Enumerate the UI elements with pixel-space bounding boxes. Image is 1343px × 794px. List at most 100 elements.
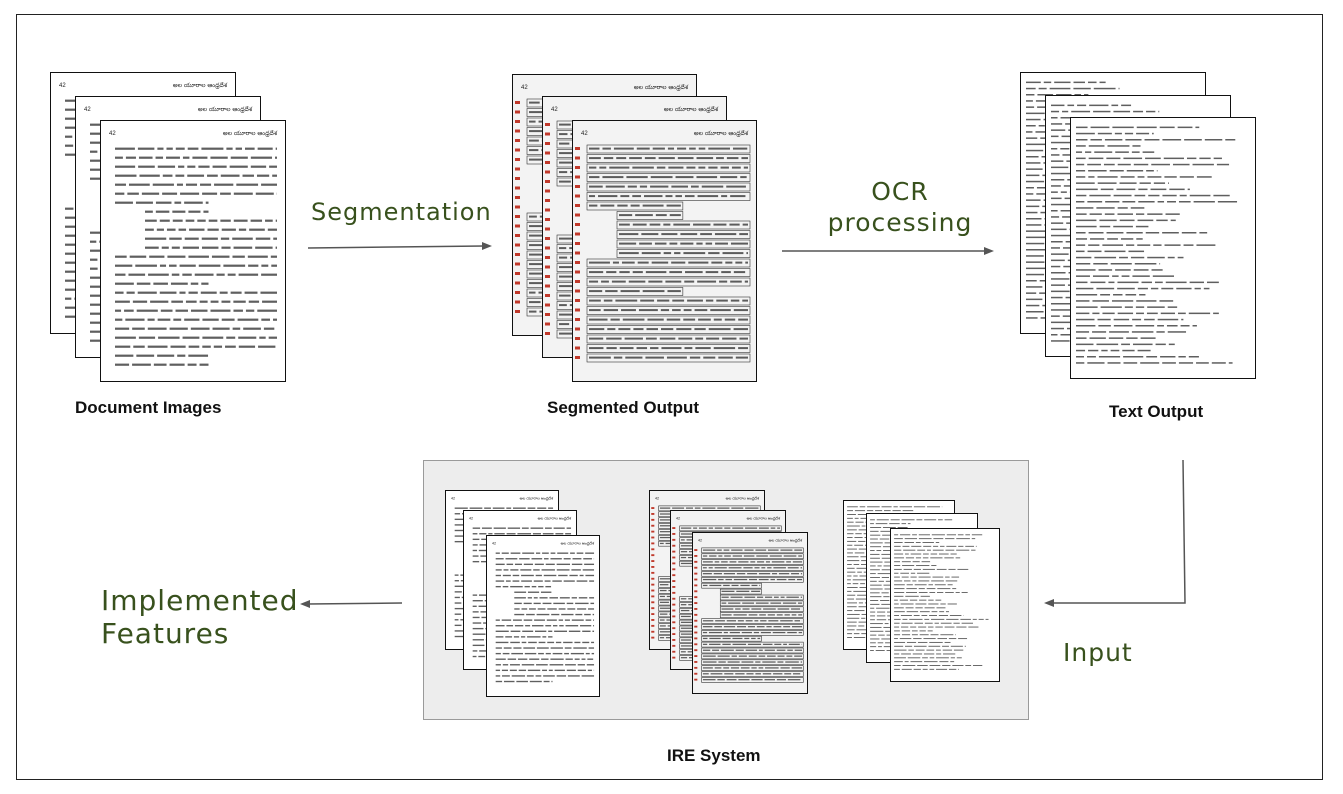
word-mark bbox=[901, 523, 907, 525]
word-mark bbox=[1051, 216, 1060, 218]
word-mark bbox=[621, 309, 636, 312]
word-mark bbox=[680, 633, 693, 635]
word-mark bbox=[1076, 225, 1097, 228]
word-mark bbox=[915, 557, 922, 559]
word-mark bbox=[529, 111, 545, 114]
word-mark bbox=[894, 580, 903, 582]
word-mark bbox=[545, 563, 555, 566]
word-mark bbox=[605, 290, 618, 293]
word-mark bbox=[1122, 201, 1136, 203]
word-mark bbox=[525, 625, 531, 627]
word-mark bbox=[730, 195, 746, 198]
word-mark bbox=[709, 584, 722, 587]
word-mark bbox=[495, 675, 501, 677]
word-mark bbox=[192, 156, 208, 159]
word-mark bbox=[913, 638, 922, 640]
word-mark bbox=[881, 592, 889, 594]
word-mark bbox=[729, 631, 740, 634]
word-mark bbox=[495, 619, 500, 621]
word-mark bbox=[454, 613, 462, 615]
word-mark bbox=[1051, 179, 1065, 181]
word-mark bbox=[558, 619, 564, 621]
word-mark bbox=[90, 240, 97, 243]
segment-box bbox=[586, 334, 751, 344]
word-mark bbox=[659, 619, 665, 621]
word-mark bbox=[776, 649, 786, 651]
word-mark bbox=[897, 527, 908, 528]
segment-index-marker bbox=[694, 637, 698, 640]
page-header-title: అల యూరాల ఆంధ్రదేశ bbox=[664, 106, 719, 113]
word-mark bbox=[522, 552, 535, 554]
word-mark bbox=[1196, 362, 1209, 364]
word-mark bbox=[947, 584, 953, 586]
word-mark bbox=[1217, 201, 1238, 203]
word-mark bbox=[870, 553, 880, 555]
word-mark bbox=[182, 336, 200, 339]
word-mark bbox=[581, 658, 586, 660]
word-mark bbox=[1076, 163, 1085, 166]
word-mark bbox=[619, 214, 633, 217]
word-mark bbox=[870, 592, 880, 594]
word-mark bbox=[238, 336, 257, 339]
word-mark bbox=[1151, 269, 1163, 271]
word-mark bbox=[1051, 321, 1073, 324]
word-mark bbox=[861, 617, 866, 619]
word-mark bbox=[847, 556, 859, 558]
word-mark bbox=[565, 664, 576, 666]
word-mark bbox=[1100, 306, 1122, 308]
word-mark bbox=[212, 165, 227, 168]
page-number: 42 bbox=[59, 83, 66, 89]
word-mark bbox=[1076, 201, 1085, 203]
word-mark bbox=[914, 584, 927, 586]
word-mark bbox=[894, 653, 900, 655]
word-mark bbox=[847, 629, 855, 631]
word-mark bbox=[601, 280, 609, 283]
word-mark bbox=[924, 622, 933, 624]
word-mark bbox=[1106, 157, 1121, 160]
word-mark bbox=[930, 553, 938, 555]
segment-index-marker bbox=[651, 524, 655, 527]
word-mark bbox=[589, 337, 604, 340]
word-mark bbox=[916, 519, 923, 521]
word-mark bbox=[1093, 110, 1111, 113]
word-mark bbox=[646, 328, 658, 331]
word-mark bbox=[1123, 362, 1138, 364]
word-mark bbox=[265, 219, 273, 222]
word-mark bbox=[494, 533, 505, 535]
word-mark bbox=[233, 192, 253, 195]
word-mark bbox=[870, 546, 882, 548]
word-mark bbox=[550, 658, 564, 660]
word-mark bbox=[913, 645, 927, 647]
word-mark bbox=[1131, 331, 1154, 333]
word-mark bbox=[480, 555, 487, 557]
word-mark bbox=[702, 626, 713, 628]
word-mark bbox=[800, 661, 803, 663]
word-mark bbox=[202, 318, 219, 321]
word-mark bbox=[454, 619, 459, 621]
word-mark bbox=[702, 578, 717, 581]
word-mark bbox=[244, 291, 258, 294]
word-mark bbox=[1026, 137, 1038, 139]
word-mark bbox=[1132, 343, 1153, 346]
word-mark bbox=[766, 626, 772, 628]
word-mark bbox=[945, 538, 955, 540]
word-mark bbox=[1113, 110, 1131, 113]
word-mark bbox=[1103, 163, 1115, 166]
word-mark bbox=[669, 242, 678, 245]
word-mark bbox=[589, 356, 611, 359]
word-mark bbox=[198, 165, 210, 168]
word-mark bbox=[902, 618, 908, 620]
word-mark bbox=[945, 549, 955, 551]
word-mark bbox=[769, 555, 782, 557]
word-mark bbox=[528, 641, 537, 644]
segment-index-marker bbox=[651, 589, 655, 592]
word-mark bbox=[726, 679, 737, 681]
word-mark bbox=[892, 510, 901, 512]
segment-index-marker bbox=[651, 601, 655, 604]
word-mark bbox=[972, 665, 983, 666]
word-mark bbox=[881, 638, 894, 640]
word-mark bbox=[529, 282, 544, 285]
word-mark bbox=[870, 569, 880, 571]
word-mark bbox=[723, 631, 728, 634]
word-mark bbox=[1065, 296, 1072, 299]
